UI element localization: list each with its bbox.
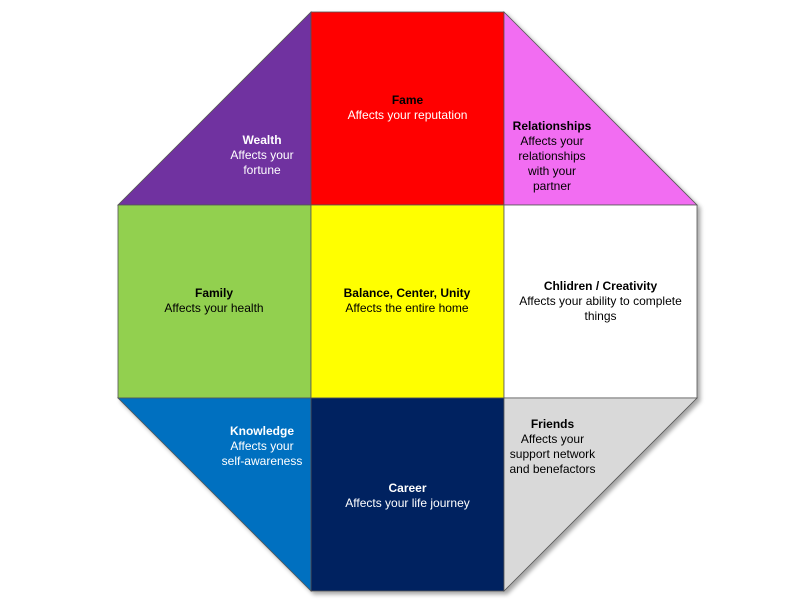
- center-label: Balance, Center, Unity Affects the entir…: [322, 286, 492, 316]
- friends-title: Friends: [530, 417, 575, 431]
- fame-label: Fame Affects your reputation: [330, 93, 485, 123]
- friends-description: Affects your support network and benefac…: [509, 432, 596, 476]
- friends-area: [503, 397, 698, 592]
- relationships-label: Relationships Affects your relationships…: [502, 119, 602, 194]
- center-area: [310, 204, 505, 399]
- children-title: Chlidren / Creativity: [543, 279, 658, 293]
- family-title: Family: [194, 286, 233, 300]
- fame-description: Affects your reputation: [347, 108, 468, 122]
- family-label: Family Affects your health: [139, 286, 289, 316]
- friends-label: Friends Affects your support network and…: [500, 417, 605, 477]
- knowledge-label: Knowledge Affects your self-awareness: [207, 424, 317, 469]
- fame-area: [310, 11, 505, 206]
- children-area: [503, 204, 698, 399]
- relationships-description: Affects your relationships with your par…: [518, 134, 586, 193]
- knowledge-title: Knowledge: [229, 424, 294, 438]
- knowledge-description: Affects your self-awareness: [221, 439, 303, 468]
- wealth-label: Wealth Affects your fortune: [212, 133, 312, 178]
- center-title: Balance, Center, Unity: [343, 286, 471, 300]
- children-description: Affects your ability to complete things: [519, 294, 682, 323]
- fame-title: Fame: [391, 93, 424, 107]
- wealth-title: Wealth: [242, 133, 282, 147]
- center-description: Affects the entire home: [345, 301, 469, 315]
- family-description: Affects your health: [164, 301, 264, 315]
- relationships-title: Relationships: [512, 119, 592, 133]
- career-area: [310, 397, 505, 592]
- career-title: Career: [388, 481, 427, 495]
- wealth-description: Affects your fortune: [230, 148, 294, 177]
- career-description: Affects your life journey: [345, 496, 470, 510]
- career-label: Career Affects your life journey: [330, 481, 485, 511]
- children-label: Chlidren / Creativity Affects your abili…: [508, 279, 693, 324]
